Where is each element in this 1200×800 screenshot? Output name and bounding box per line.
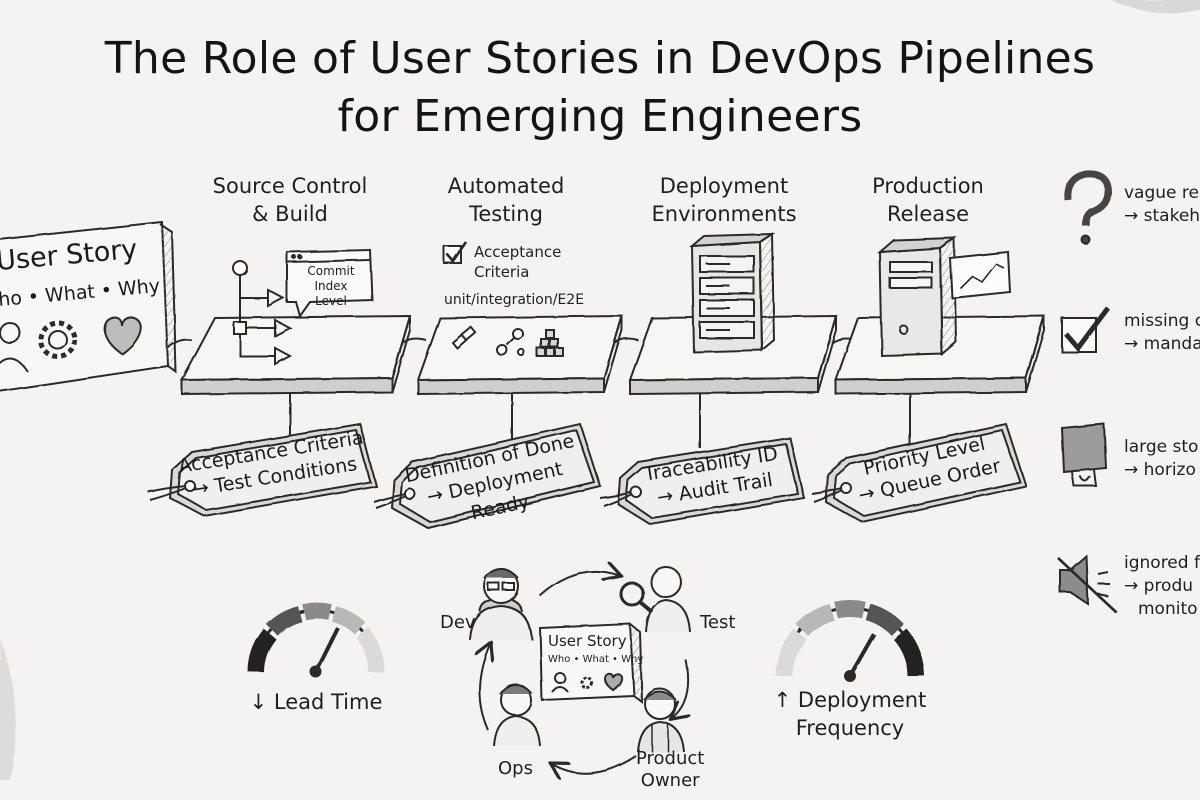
stage-label-deployment: Deployment Environments bbox=[624, 172, 824, 228]
stage-label-line: Production bbox=[872, 174, 984, 198]
gear-icon bbox=[38, 320, 78, 360]
heart-icon bbox=[103, 316, 142, 356]
stage-label-line: Environments bbox=[651, 202, 797, 226]
pitfall-line: → horizo bbox=[1124, 460, 1196, 480]
commit-note-text: Commit Index Level bbox=[291, 264, 371, 309]
nodes-icon bbox=[496, 328, 525, 356]
stage-label-line: Source Control bbox=[212, 174, 368, 198]
muted-speaker-icon bbox=[1057, 553, 1117, 613]
metric-lead-time: ↓ Lead Time bbox=[249, 690, 383, 714]
checkbox-icon bbox=[1061, 306, 1110, 353]
corner-smudge bbox=[0, 640, 16, 780]
role-dev: Dev bbox=[440, 612, 476, 633]
platform-deployment-env bbox=[628, 232, 838, 448]
question-icon bbox=[1064, 170, 1112, 245]
test-types-text: unit/integration/E2E bbox=[444, 292, 585, 308]
pitfall-ignored-feedback: ignored f → produ monito bbox=[1124, 552, 1200, 621]
dev-person-icon bbox=[469, 568, 533, 641]
corner-smudge bbox=[1110, 0, 1200, 14]
stage-label-source-control: Source Control & Build bbox=[190, 172, 390, 228]
pitfall-line: large sto bbox=[1124, 437, 1199, 457]
title-line-2: for Emerging Engineers bbox=[337, 91, 863, 142]
production-server-icon bbox=[877, 236, 958, 358]
role-ops: Ops bbox=[498, 758, 533, 779]
role-test: Test bbox=[700, 612, 736, 633]
pitfall-line: monito bbox=[1138, 599, 1198, 619]
test-person-icon bbox=[619, 566, 691, 633]
tag-traceability-id bbox=[599, 436, 806, 526]
monitor-graph-icon bbox=[948, 250, 1012, 300]
acceptance-check-text: Acceptance Criteria bbox=[474, 242, 561, 282]
person-icon bbox=[0, 322, 29, 373]
role-line: Product bbox=[636, 748, 705, 769]
pitfall-vague-requirements: vague re → stakeh bbox=[1124, 182, 1200, 228]
ops-person-icon bbox=[493, 684, 541, 747]
checkbox-icon bbox=[443, 245, 462, 264]
stage-label-line: Automated bbox=[447, 174, 565, 198]
test-tools-icon bbox=[451, 325, 477, 350]
stage-label-production: Production Release bbox=[828, 172, 1028, 228]
center-card-title: User Story bbox=[548, 632, 627, 650]
branch-graph-icon bbox=[232, 260, 293, 366]
commit-note-line: Commit Index bbox=[307, 264, 355, 293]
role-product-owner: Product Owner bbox=[636, 748, 704, 792]
platform-automated-testing bbox=[416, 241, 624, 448]
stage-label-line: Deployment bbox=[659, 174, 789, 198]
center-card-subtitle: Who • What • Why bbox=[548, 654, 644, 665]
pitfall-missing-criteria: missing c → manda bbox=[1124, 310, 1200, 356]
center-user-story-card bbox=[538, 622, 644, 705]
stage-label-automated-testing: Automated Testing bbox=[406, 172, 606, 228]
pitfall-line: → produ bbox=[1124, 576, 1194, 596]
tag-priority-level bbox=[811, 422, 1028, 524]
cycle-arrows bbox=[479, 572, 688, 773]
user-story-card bbox=[0, 220, 178, 393]
acceptance-check-line: Acceptance bbox=[474, 243, 562, 261]
page-title: The Role of User Stories in DevOps Pipel… bbox=[0, 30, 1200, 146]
deployment-frequency-gauge bbox=[775, 600, 925, 682]
tag-definition-of-done bbox=[373, 422, 602, 530]
platform-production-release bbox=[834, 236, 1046, 448]
metric-deployment-frequency: ↑ Deployment Frequency bbox=[770, 686, 930, 742]
metric-line: Frequency bbox=[795, 716, 905, 740]
blocks-icon bbox=[536, 329, 564, 357]
server-rack-icon bbox=[689, 232, 776, 354]
product-owner-icon bbox=[637, 688, 685, 753]
title-line-1: The Role of User Stories in DevOps Pipel… bbox=[104, 33, 1096, 84]
pipeline-connector bbox=[167, 338, 193, 349]
pitfall-line: vague re bbox=[1124, 183, 1199, 203]
tag-acceptance-criteria bbox=[147, 422, 378, 518]
pitfall-line: missing c bbox=[1124, 311, 1200, 331]
stage-label-line: Testing bbox=[469, 202, 543, 226]
platform-source-control bbox=[180, 248, 412, 448]
pitfall-line: → manda bbox=[1124, 334, 1200, 354]
box-icon bbox=[1060, 422, 1108, 487]
role-line: Owner bbox=[640, 770, 700, 791]
pitfall-line: → stakeh bbox=[1124, 206, 1200, 226]
stage-label-line: & Build bbox=[252, 202, 328, 226]
commit-note-line: Level bbox=[315, 294, 347, 308]
stage-label-line: Release bbox=[886, 202, 970, 226]
acceptance-check-line: Criteria bbox=[474, 263, 530, 281]
pitfall-large-stories: large sto → horizo bbox=[1124, 436, 1198, 482]
metric-line: ↑ Deployment bbox=[773, 688, 927, 712]
lead-time-gauge bbox=[248, 602, 384, 678]
commit-note bbox=[286, 248, 374, 319]
pitfall-line: ignored f bbox=[1124, 553, 1200, 573]
